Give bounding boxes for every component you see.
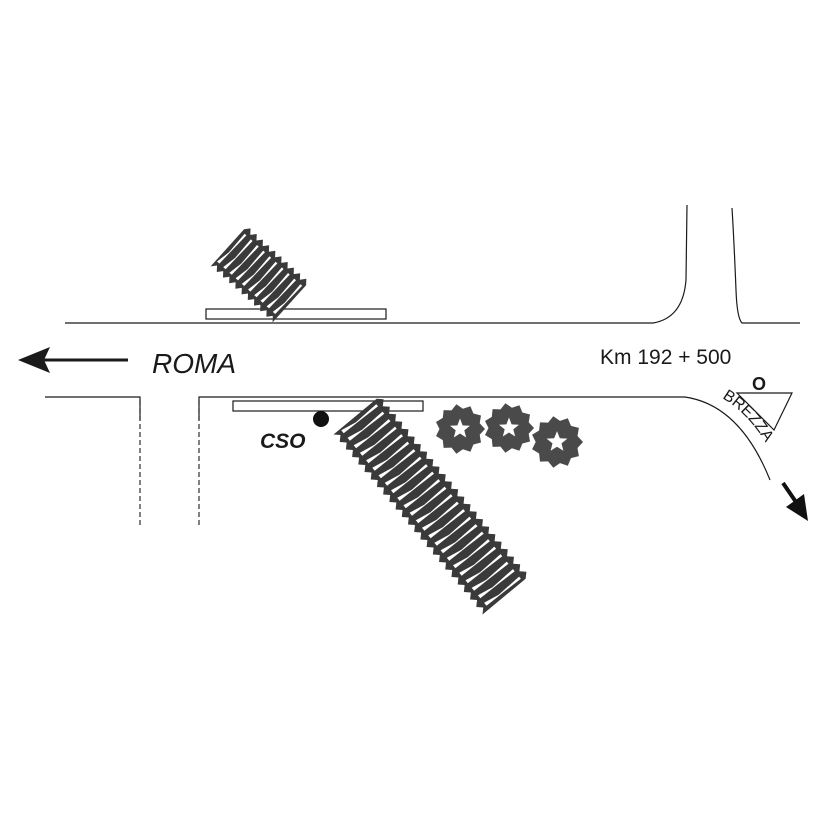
tree-highlight	[546, 431, 568, 451]
crosswalk-stripe	[241, 256, 272, 286]
crosswalk-stripe	[477, 569, 515, 599]
crosswalk-stripe	[353, 419, 391, 449]
tree-highlight	[499, 417, 519, 437]
crosswalk-stripe	[341, 404, 379, 434]
dot-icon	[313, 411, 329, 427]
crosswalk-stripe	[440, 524, 478, 554]
crosswalk-stripe	[223, 239, 253, 270]
crosswalk-stripe	[422, 501, 459, 531]
road-south-edge-east	[198, 396, 771, 481]
crosswalk-stripe	[272, 284, 303, 314]
crosswalk-stripe	[434, 516, 472, 546]
crosswalk-stripe	[484, 576, 521, 606]
road-north-edge-east	[731, 207, 800, 324]
tree-highlight	[450, 418, 470, 438]
crosswalk-body	[210, 228, 307, 323]
crosswalk-stripe	[378, 449, 416, 479]
crosswalk-stripe	[403, 479, 441, 509]
road-north-edge	[65, 204, 688, 324]
crosswalk-stripe	[217, 233, 247, 264]
crosswalk-stripe	[229, 245, 259, 275]
crosswalk-stripe	[446, 531, 484, 561]
road-south-edge-west	[45, 396, 141, 420]
crosswalk-stripe	[428, 509, 465, 539]
direction-label: ROMA	[152, 348, 236, 379]
crosswalk-stripe	[235, 250, 265, 281]
crosswalk-stripe	[453, 539, 490, 569]
north-platform	[205, 308, 387, 320]
kilometer-marker: Km 192 + 500	[600, 346, 731, 369]
crosswalk-stripe	[465, 554, 503, 584]
road-sign: O	[735, 374, 793, 432]
crosswalk-stripe	[397, 471, 434, 501]
crosswalk-stripe	[372, 441, 410, 471]
road-sign-symbol: O	[752, 374, 766, 394]
tree-group	[436, 403, 583, 468]
crosswalk-stripe	[366, 434, 403, 464]
crosswalk-stripe	[409, 486, 447, 516]
crosswalk-stripe	[260, 273, 290, 303]
crosswalk-stripe	[391, 464, 428, 494]
arrow-down-right-icon	[781, 481, 808, 521]
crosswalk-stripe	[359, 426, 397, 456]
crosswalk-south	[333, 398, 527, 615]
station-label: CSO	[260, 430, 306, 453]
crosswalk-stripe	[459, 546, 497, 576]
crosswalk-stripe	[415, 494, 453, 524]
crosswalk-stripe	[266, 278, 296, 309]
crosswalk-stripe	[471, 561, 509, 591]
crosswalk-stripe	[248, 261, 278, 292]
arrow-left-icon	[18, 347, 128, 373]
crosswalk-stripe	[347, 411, 385, 441]
crosswalk-stripe	[384, 456, 422, 486]
crosswalk-stripe	[254, 267, 284, 298]
crosswalk-north	[210, 228, 307, 323]
south-platform	[232, 400, 424, 412]
